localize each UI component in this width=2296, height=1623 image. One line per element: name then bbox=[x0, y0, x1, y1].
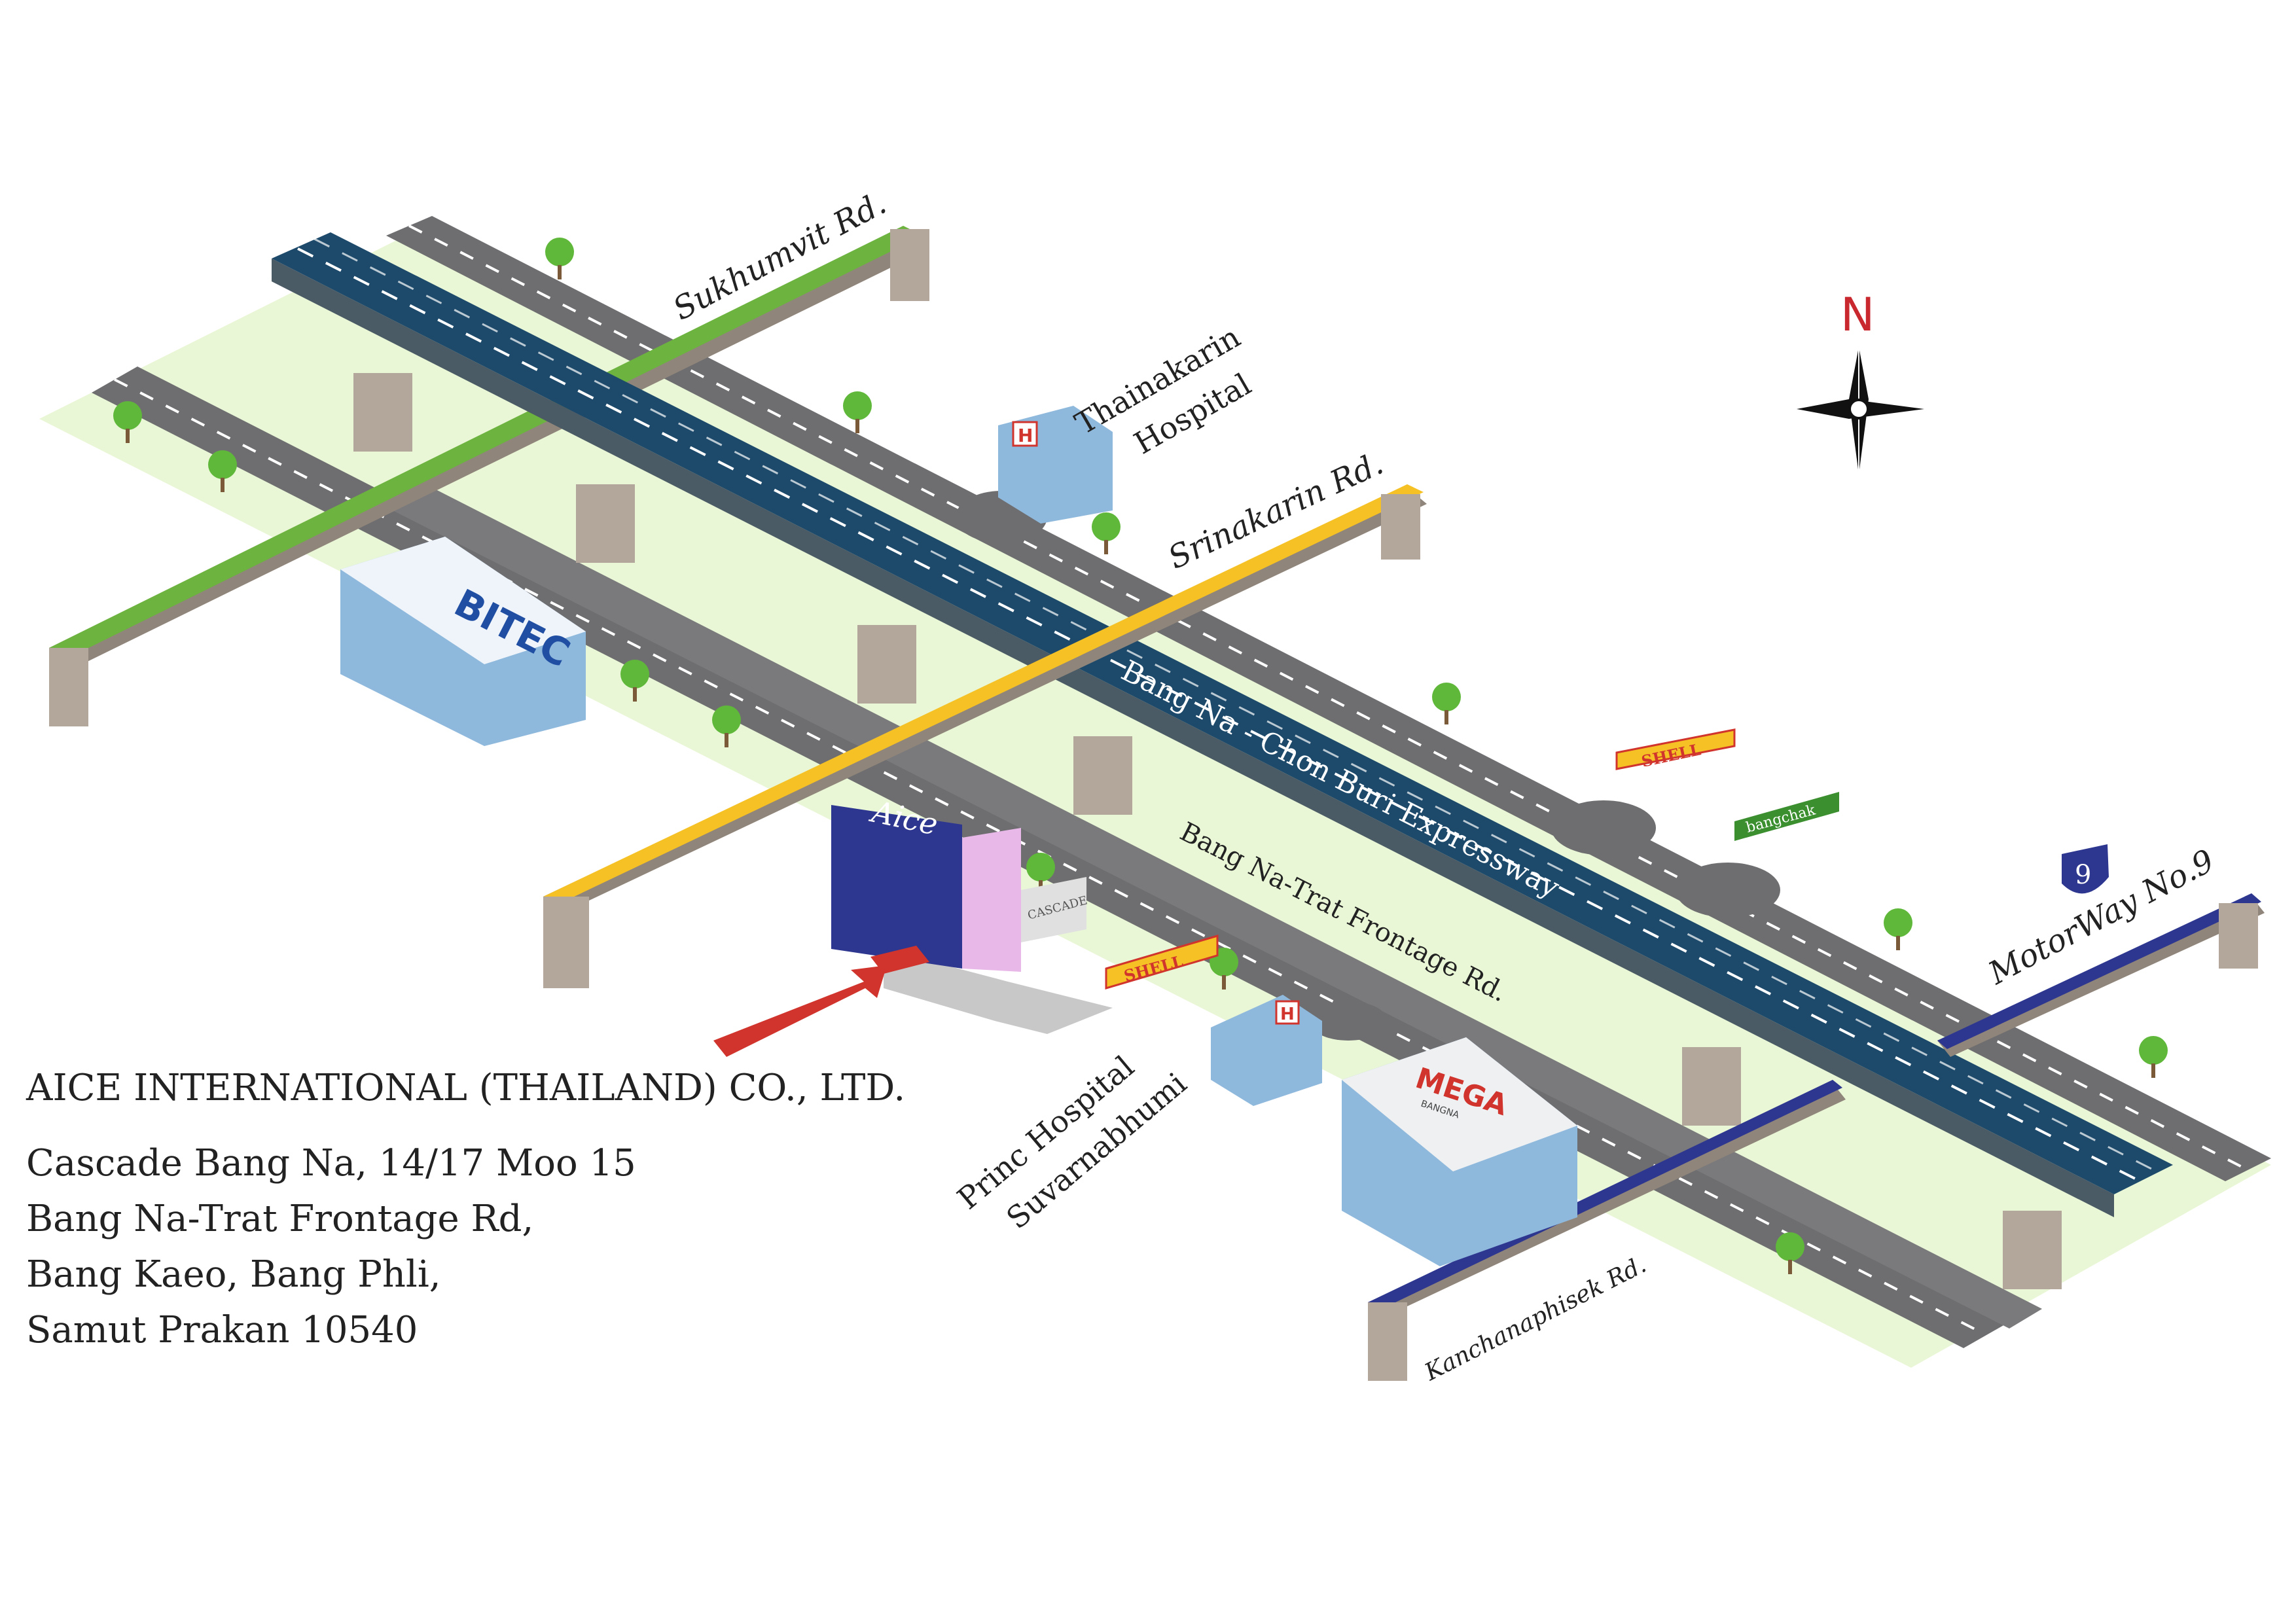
shell-station-1: SHELL bbox=[1615, 728, 1736, 771]
thainakarin-hospital-building: H bbox=[998, 406, 1113, 524]
expressway-deck bbox=[272, 232, 2173, 1217]
mega-bangna-building: MEGA BANGNA bbox=[1342, 1037, 1577, 1266]
company-name: AICE INTERNATIONAL (THAILAND) CO., LTD. bbox=[26, 1067, 906, 1109]
compass: N bbox=[1797, 288, 1924, 474]
svg-text:bangchak: bangchak bbox=[1744, 802, 1818, 836]
svg-text:9: 9 bbox=[2075, 860, 2091, 890]
motorway-road bbox=[1937, 893, 2265, 1057]
sukhumvit-road bbox=[49, 226, 929, 726]
ramp-loops bbox=[956, 491, 1780, 1041]
address-line-3: Bang Kaeo, Bang Phli, bbox=[26, 1253, 441, 1296]
bangchak-station: bangchak bbox=[1734, 792, 1839, 841]
location-arrow bbox=[713, 946, 929, 1057]
compass-north-letter: N bbox=[1840, 288, 1874, 342]
expressway-pillars bbox=[353, 373, 2062, 1289]
princ-hospital-building: H bbox=[1211, 995, 1322, 1106]
bitec-building: BITEC bbox=[340, 537, 586, 746]
svg-text:H: H bbox=[1280, 1005, 1295, 1024]
srinakarin-road bbox=[543, 484, 1427, 988]
kanchanaphisek-road bbox=[1368, 1080, 1846, 1381]
motorway-shield: 9 bbox=[2062, 844, 2109, 894]
svg-text:H: H bbox=[1018, 425, 1033, 446]
address-line-1: Cascade Bang Na, 14/17 Moo 15 bbox=[26, 1142, 636, 1185]
address-line-2: Bang Na-Trat Frontage Rd, bbox=[26, 1198, 534, 1240]
address-line-4: Samut Prakan 10540 bbox=[26, 1309, 418, 1351]
trees bbox=[113, 238, 2168, 1274]
upper-road bbox=[386, 216, 2271, 1181]
